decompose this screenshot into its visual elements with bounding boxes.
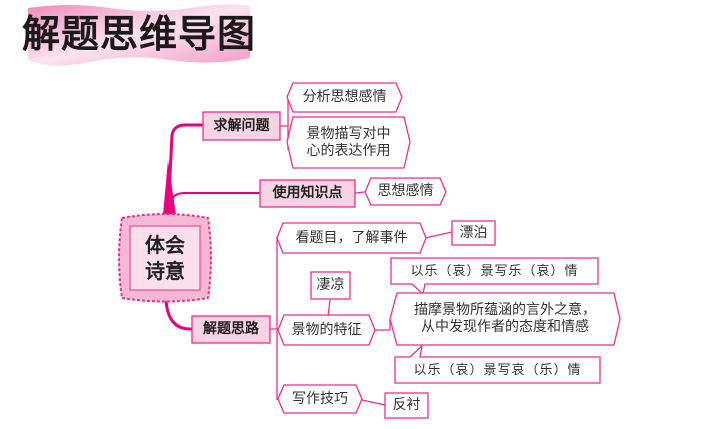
center-node: 体会 诗意 — [130, 226, 200, 290]
approach-technique: 写作技巧 — [292, 390, 348, 407]
branch-solve: 求解问题 — [213, 117, 270, 134]
solve-item-2: 景物描写对中 心的表达作用 — [287, 117, 410, 168]
branch-knowledge: 使用知识点 — [272, 185, 343, 201]
title-banner — [28, 4, 250, 66]
page-title: 解题思维导图 — [22, 10, 257, 56]
tag-read: 漂泊 — [459, 224, 488, 241]
knowledge-item: 思想感情 — [377, 183, 434, 199]
scene-lower-note: 以乐（哀）景写哀（乐）情 — [413, 362, 582, 378]
solve-item-2-line2: 心的表达作用 — [306, 142, 391, 159]
solve-item-1: 分析思想感情 — [302, 89, 387, 105]
tag-scene: 凄凉 — [316, 277, 345, 293]
approach-read: 看题目，了解事件 — [295, 229, 408, 246]
scene-detail-line2: 从中发现作者的态度和情感 — [421, 319, 589, 335]
scene-detail: 描摩景物所蕴涵的言外之意， 从中发现作者的态度和情感 — [390, 293, 620, 345]
scene-upper-note: 以乐（哀）景写乐（哀）情 — [410, 263, 579, 279]
solve-item-2-line1: 景物描写对中 — [306, 125, 391, 142]
scene-detail-line1: 描摩景物所蕴涵的言外之意， — [414, 302, 596, 318]
tag-technique: 反衬 — [392, 397, 421, 413]
center-line-1: 体会 — [145, 233, 185, 257]
approach-scene: 景物的特征 — [291, 321, 362, 338]
branch-approach: 解题思路 — [203, 321, 259, 337]
center-line-2: 诗意 — [145, 259, 185, 283]
